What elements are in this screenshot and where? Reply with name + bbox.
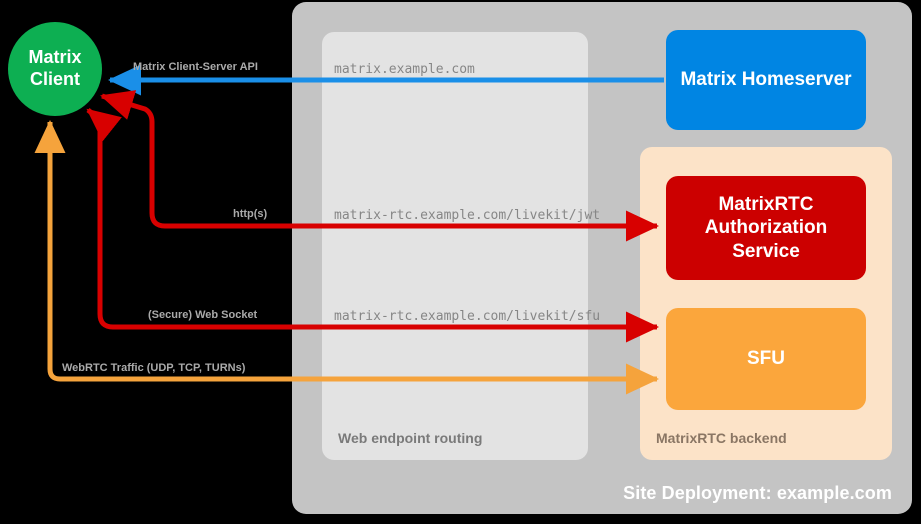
web-endpoint-routing-label: Web endpoint routing xyxy=(338,430,483,446)
auth-service-line1: MatrixRTC xyxy=(718,194,814,216)
endpoint-label-matrix: matrix.example.com xyxy=(334,62,475,77)
site-deployment-label: Site Deployment: example.com xyxy=(623,483,892,503)
edge-label-webrtc-traffic: WebRTC Traffic (UDP, TCP, TURNs) xyxy=(62,362,246,374)
matrix-client-line1: Matrix xyxy=(28,47,82,68)
endpoint-label-livekit-sfu: matrix-rtc.example.com/livekit/sfu xyxy=(334,309,601,324)
node-matrix-homeserver[interactable]: Matrix Homeserver xyxy=(666,30,866,130)
matrixrtc-backend-label: MatrixRTC backend xyxy=(656,430,787,446)
node-matrix-client[interactable]: Matrix Client xyxy=(8,22,102,116)
edge-label-http-s: http(s) xyxy=(233,208,268,220)
edge-label-secure-web-socket: (Secure) Web Socket xyxy=(148,309,258,321)
auth-service-line2: Authorization xyxy=(704,217,828,239)
node-sfu[interactable]: SFU xyxy=(666,308,866,410)
sfu-label: SFU xyxy=(747,348,785,370)
endpoint-label-livekit-jwt: matrix-rtc.example.com/livekit/jwt xyxy=(334,208,601,223)
web-endpoint-routing-panel: Web endpoint routing xyxy=(322,32,588,460)
matrix-client-line2: Client xyxy=(29,69,80,89)
auth-service-line3: Service xyxy=(732,240,800,262)
matrix-homeserver-label: Matrix Homeserver xyxy=(680,69,852,91)
edge-label-matrix-cs-api: Matrix Client-Server API xyxy=(133,61,258,73)
node-matrixrtc-authorization-service[interactable]: MatrixRTC Authorization Service xyxy=(666,176,866,280)
